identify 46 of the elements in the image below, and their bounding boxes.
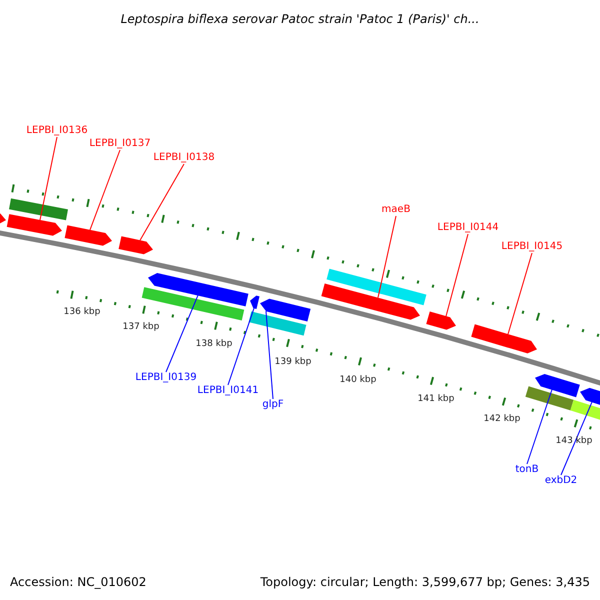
gene-feature	[248, 311, 306, 336]
scale-label: 137 kbp	[122, 321, 160, 333]
leader-line	[228, 308, 254, 386]
gene-feature	[426, 312, 456, 330]
footer-text: Topology: circular; Length: 3,599,677 bp; Genes: 3,435	[260, 575, 590, 589]
scale-label: 139 kbp	[274, 356, 312, 368]
leader-line	[378, 216, 396, 298]
leader-line	[508, 252, 532, 335]
leader-line	[446, 234, 468, 317]
scale-label: 140 kbp	[340, 374, 376, 386]
leader-line	[40, 136, 58, 220]
scale-label: 143 kbp	[556, 435, 592, 447]
gene-feature	[525, 386, 574, 410]
footer-text: Accession: NC_010602	[10, 575, 146, 589]
gene-label: LEPBI_I0141	[197, 385, 259, 396]
leader-line	[166, 294, 198, 372]
gene-feature	[9, 198, 68, 220]
scale-label: 136 kbp	[64, 306, 100, 318]
scale-label: 141 kbp	[418, 393, 454, 405]
gene-feature	[535, 374, 580, 398]
gene-label: exbD2	[544, 475, 578, 486]
gene-feature	[118, 236, 153, 254]
gene-label: LEPBI_I0145	[501, 241, 563, 252]
gene-feature	[326, 268, 426, 306]
leader-line	[90, 150, 120, 230]
gene-label: LEPBI_I0136	[26, 125, 88, 136]
gene-label: LEPBI_I0144	[437, 222, 499, 233]
leader-line	[560, 401, 592, 476]
gene-label: LEPBI_I0139	[135, 372, 197, 383]
leader-line	[140, 164, 184, 241]
gene-label: maeB	[382, 204, 410, 215]
scale-label: 142 kbp	[484, 413, 520, 425]
gene-feature	[142, 287, 244, 320]
gene-label: LEPBI_I0138	[153, 152, 215, 163]
scale-label: 138 kbp	[196, 338, 232, 350]
leader-line	[266, 310, 274, 400]
gene-label: glpF	[262, 399, 284, 410]
gene-label: tonB	[515, 464, 539, 475]
gene-feature	[471, 324, 537, 354]
gene-feature	[148, 273, 248, 306]
gene-feature	[260, 298, 311, 322]
gene-feature	[321, 284, 420, 320]
gene-label: LEPBI_I0137	[89, 138, 151, 149]
leader-line	[526, 389, 552, 464]
title: Leptospira biflexa serovar Patoc strain 'Patoc 1 (Paris)' ch...	[120, 12, 480, 26]
gene-feature	[64, 225, 112, 246]
